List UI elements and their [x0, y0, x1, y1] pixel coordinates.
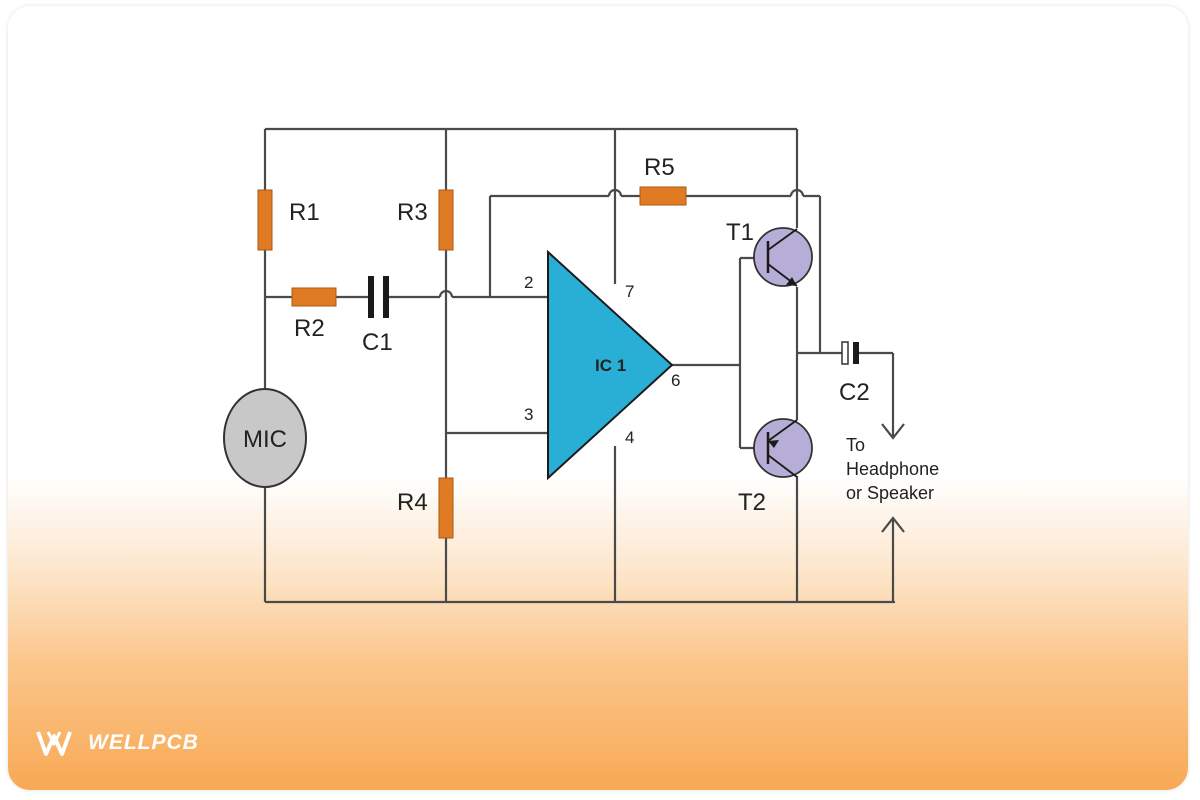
- wires: [263, 127, 905, 604]
- resistor-r1: [257, 189, 273, 251]
- label-output-line3: or Speaker: [846, 483, 934, 503]
- microphone: [223, 388, 307, 488]
- brand-logo: WELLPCB: [36, 728, 199, 758]
- label-c2: C2: [839, 379, 870, 406]
- resistor-r2: [291, 287, 337, 307]
- label-c1: C1: [362, 329, 393, 356]
- resistor-r3: [438, 189, 454, 251]
- label-ic1: IC 1: [595, 356, 626, 375]
- label-output-line2: Headphone: [846, 459, 939, 479]
- label-pin2: 2: [524, 273, 533, 292]
- capacitor-c2: [841, 341, 859, 365]
- label-pin3: 3: [524, 405, 533, 424]
- capacitor-c1: [368, 276, 389, 318]
- label-r3: R3: [397, 199, 428, 226]
- label-r5: R5: [644, 154, 675, 181]
- label-r2: R2: [294, 315, 325, 342]
- label-r1: R1: [289, 199, 320, 226]
- brand-name: WELLPCB: [88, 731, 199, 754]
- ic1-opamp: [547, 249, 674, 481]
- label-r4: R4: [397, 489, 428, 516]
- resistor-r4: [438, 477, 454, 539]
- label-mic: MIC: [243, 426, 287, 453]
- wellpcb-logo-icon: [36, 731, 72, 756]
- resistor-r5: [639, 186, 687, 206]
- label-t2: T2: [738, 489, 766, 516]
- label-output-line1: To: [846, 435, 865, 455]
- label-pin4: 4: [625, 428, 634, 447]
- label-pin6: 6: [671, 371, 680, 390]
- label-t1: T1: [726, 219, 754, 246]
- transistor-t1: [753, 227, 813, 287]
- transistor-t2: [753, 418, 813, 478]
- label-pin7: 7: [625, 282, 634, 301]
